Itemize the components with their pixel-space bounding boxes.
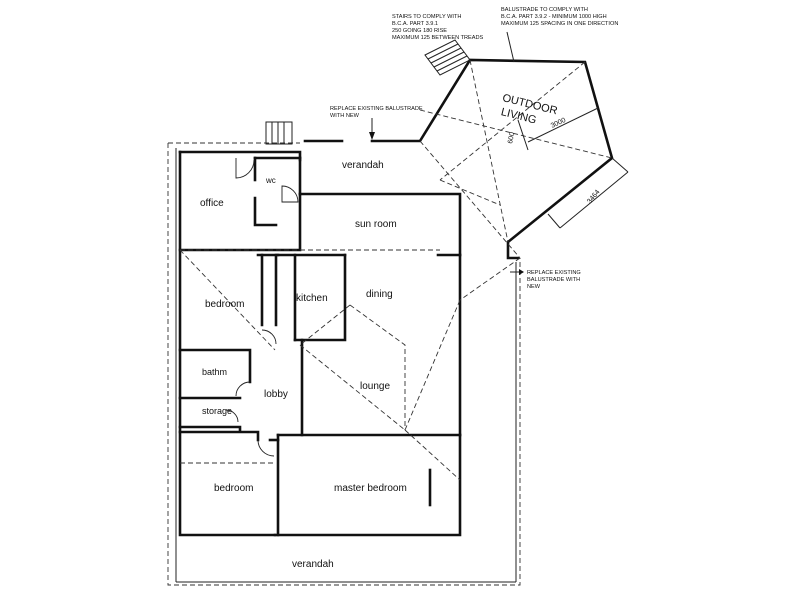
label-verandah-bottom: verandah: [292, 559, 334, 570]
label-bathroom: bathm: [202, 367, 227, 377]
note-leaders: [369, 31, 524, 275]
outdoor-living-deck: [303, 58, 629, 260]
label-sun-room: sun room: [355, 219, 397, 230]
note-replace-line: NEW: [527, 284, 541, 290]
note-replace-line: REPLACE EXISTING BALUSTRADE: [330, 106, 423, 112]
label-wc: wc: [265, 176, 276, 185]
label-bedroom-2: bedroom: [214, 483, 253, 494]
label-office: office: [200, 198, 224, 209]
note-balustrade-line: MAXIMUM 125 SPACING IN ONE DIRECTION: [501, 21, 618, 27]
label-lobby: lobby: [264, 389, 288, 400]
note-replace-line: WITH NEW: [330, 113, 360, 119]
note-balustrade-line: BALUSTRADE TO COMPLY WITH: [501, 7, 588, 13]
note-balustrade-line: B.C.A. PART 3.9.2 - MINIMUM 1000 HIGH: [501, 14, 607, 20]
note-stairs-line: MAXIMUM 125 BETWEEN TREADS: [392, 35, 484, 41]
door-swings: [225, 158, 299, 457]
note-replace-line: REPLACE EXISTING: [527, 270, 581, 276]
label-kitchen: kitchen: [296, 293, 328, 304]
room-labels: verandah wc office sun room bedroom kitc…: [200, 160, 407, 570]
label-bedroom-1: bedroom: [205, 299, 244, 310]
note-stairs: STAIRS TO COMPLY WITH B.C.A. PART 3.9.1 …: [392, 14, 484, 41]
note-replace-line: BALUSTRADE WITH: [527, 277, 580, 283]
label-dining: dining: [366, 289, 393, 300]
note-stairs-line: B.C.A. PART 3.9.1: [392, 21, 438, 27]
note-replace-top: REPLACE EXISTING BALUSTRADE WITH NEW: [330, 106, 423, 119]
roof-lines: [179, 249, 521, 481]
label-storage: storage: [202, 406, 232, 416]
dimension-3464: 3464: [586, 189, 601, 206]
dimension-3000: 3000: [550, 117, 567, 130]
dimension-600: 600: [507, 131, 516, 144]
stairs-upper: [424, 39, 471, 76]
note-stairs-line: 250 GOING 180 RISE: [392, 28, 447, 34]
note-stairs-line: STAIRS TO COMPLY WITH: [392, 14, 461, 20]
note-replace-right: REPLACE EXISTING BALUSTRADE WITH NEW: [527, 270, 581, 290]
label-verandah-top: verandah: [342, 160, 384, 171]
house-walls: [178, 150, 462, 537]
label-lounge: lounge: [360, 381, 390, 392]
stairs-lower: [265, 121, 293, 145]
label-master-bedroom: master bedroom: [334, 483, 407, 494]
verandah-boundary: [167, 142, 521, 586]
note-balustrade-top: BALUSTRADE TO COMPLY WITH B.C.A. PART 3.…: [501, 7, 618, 27]
